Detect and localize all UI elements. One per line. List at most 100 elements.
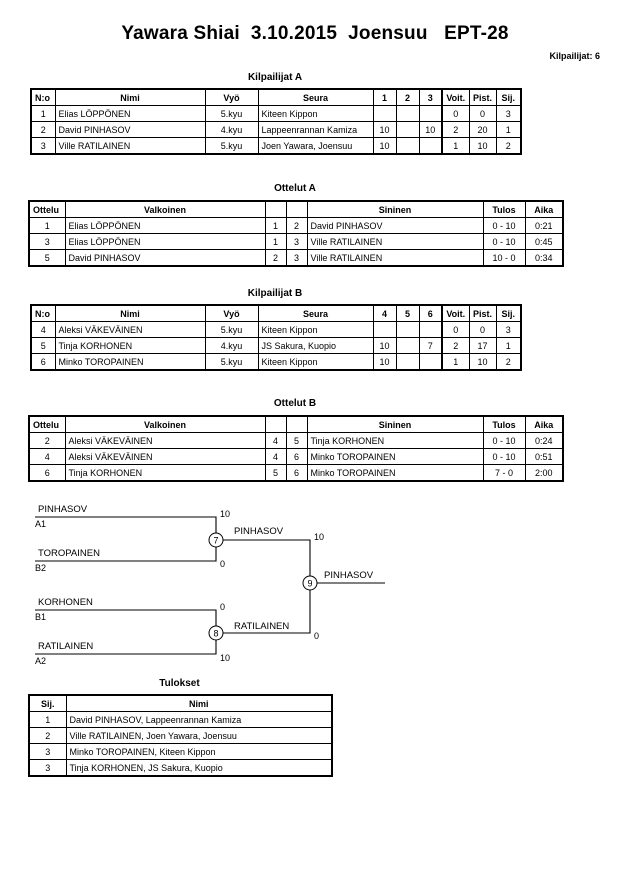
col-belt: Vyö [204,88,259,106]
cell-name: David PINHASOV [54,121,206,138]
bracket-entry-name-3: RATILAINEN [38,641,93,652]
page-title: Yawara Shiai 3.10.2015 Joensuu EPT-28 [121,23,509,44]
cell-rank: 1 [495,337,522,354]
cell-rank: 2 [495,137,522,155]
cell-match-1: 10 [372,121,397,138]
cell-points: 0 [468,105,497,122]
cell-wins: 1 [441,137,470,155]
cell-match: 3 [28,233,66,250]
cell-club: Kiteen Kippon [257,321,374,338]
cell-result: 7 - 0 [482,464,526,482]
cell-rank: 1 [28,711,67,728]
cell-no: 2 [30,121,56,138]
cell-blue-no: 5 [285,432,308,449]
cell-points: 17 [468,337,497,354]
col-result: Tulos [482,200,526,218]
cell-name: Tinja KORHONEN, JS Sakura, Kuopio [65,759,333,777]
cell-time: 0:34 [524,249,564,267]
cell-rank: 3 [28,743,67,760]
bracket-entry-seed-3: A2 [35,656,46,666]
col-wins: Voit. [441,88,470,106]
cell-blue-no: 3 [285,233,308,250]
cell-white: Elias LÖPPÖNEN [64,233,266,250]
cell-no: 3 [30,137,56,155]
section-caption-pool-b: Kilpailijat B [247,288,303,299]
table-header-row: Sij. Nimi [28,694,333,712]
cell-points: 20 [468,121,497,138]
cell-match-1: 10 [372,137,397,155]
bracket-entry-seed-1: B2 [35,563,46,573]
col-match-4: 4 [372,304,397,322]
col-name: Nimi [54,88,206,106]
bracket-final-winner: PINHASOV [324,570,374,581]
cell-blue-no: 3 [285,249,308,267]
cell-club: Kiteen Kippon [257,353,374,371]
cell-wins: 2 [441,337,470,354]
bracket-semifinal-score-1: 0 [314,631,319,641]
cell-wins: 2 [441,121,470,138]
col-result: Tulos [482,415,526,433]
cell-wins: 0 [441,321,470,338]
cell-belt: 5.kyu [204,353,259,371]
table-matches-b: Ottelu Valkoinen Sininen Tulos Aika 2 Al… [28,415,564,482]
cell-white: Aleksi VÄKEVÄINEN [64,432,266,449]
cell-name: Elias LÖPPÖNEN [54,105,206,122]
cell-blue: Ville RATILAINEN [306,249,484,267]
cell-result: 0 - 10 [482,448,526,465]
cell-white-no: 5 [264,464,287,482]
cell-result: 10 - 0 [482,249,526,267]
cell-name: Aleksi VÄKEVÄINEN [54,321,206,338]
cell-rank: 3 [495,321,522,338]
bracket-semifinal-winner-0: PINHASOV [234,526,284,537]
bracket-entry-seed-0: A1 [35,519,46,529]
cell-club: JS Sakura, Kuopio [257,337,374,354]
cell-match-4: 10 [372,337,397,354]
table-row: 6 Minko TOROPAINEN 5.kyu Kiteen Kippon 1… [30,353,522,371]
cell-time: 0:45 [524,233,564,250]
section-caption-matches-a: Ottelut A [274,183,316,194]
cell-blue-no: 6 [285,448,308,465]
col-blue: Sininen [306,415,484,433]
table-row: 1 Elias LÖPPÖNEN 5.kyu Kiteen Kippon 0 0… [30,105,522,122]
col-blue-no [285,415,308,433]
bracket-line-entry-2 [35,609,217,633]
table-pool-b: N:o Nimi Vyö Seura 4 5 6 Voit. Pist. Sij… [30,304,522,371]
section-caption-pool-a: Kilpailijat A [247,72,303,83]
cell-blue: Tinja KORHONEN [306,432,484,449]
cell-white: Aleksi VÄKEVÄINEN [64,448,266,465]
col-time: Aika [524,415,564,433]
cell-match-3 [418,105,443,122]
cell-white-no: 4 [264,432,287,449]
cell-no: 1 [30,105,56,122]
bracket-entry-score-1: 0 [220,559,225,569]
col-name: Nimi [65,694,333,712]
cell-match-6 [418,353,443,371]
bracket-entry-score-2: 0 [220,602,225,612]
cell-time: 2:00 [524,464,564,482]
col-no: N:o [30,88,56,106]
bracket-entry-name-1: TOROPAINEN [38,548,100,559]
cell-result: 0 - 10 [482,217,526,234]
col-wins: Voit. [441,304,470,322]
bracket-match-number-7: 7 [213,536,218,546]
cell-match: 5 [28,249,66,267]
table-row: 5 Tinja KORHONEN 4.kyu JS Sakura, Kuopio… [30,337,522,354]
cell-match: 1 [28,217,66,234]
table-row: 1 David PINHASOV, Lappeenrannan Kamiza [28,711,333,728]
section-caption-results: Tulokset [159,678,200,689]
col-match: Ottelu [28,415,66,433]
cell-rank: 3 [28,759,67,777]
col-white-no [264,415,287,433]
bracket-semifinal-winner-1: RATILAINEN [234,621,289,632]
cell-time: 0:24 [524,432,564,449]
table-row: 1 Elias LÖPPÖNEN 1 2 David PINHASOV 0 - … [28,217,564,234]
cell-name: Ville RATILAINEN, Joen Yawara, Joensuu [65,727,333,744]
bracket-line-semifinal-1 [223,583,311,634]
cell-white: Elias LÖPPÖNEN [64,217,266,234]
cell-belt: 4.kyu [204,121,259,138]
table-header-row: N:o Nimi Vyö Seura 1 2 3 Voit. Pist. Sij… [30,88,522,106]
col-name: Nimi [54,304,206,322]
cell-white-no: 4 [264,448,287,465]
cell-white: Tinja KORHONEN [64,464,266,482]
cell-wins: 1 [441,353,470,371]
